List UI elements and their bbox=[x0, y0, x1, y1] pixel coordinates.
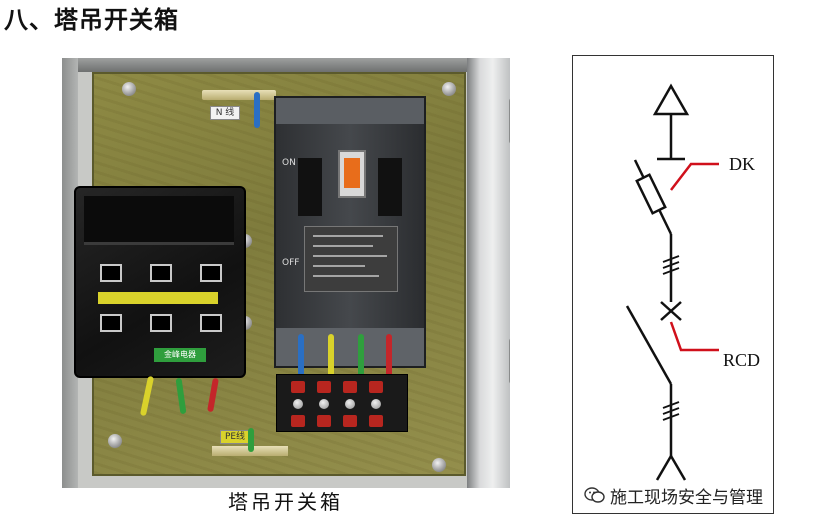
breaker-switch bbox=[338, 150, 366, 198]
n-busbar bbox=[202, 90, 276, 100]
warning-tag bbox=[98, 292, 218, 304]
screw bbox=[122, 82, 136, 96]
schematic-diagram: DK RCD bbox=[572, 55, 774, 514]
circuit-breaker: ON OFF bbox=[274, 96, 426, 368]
watermark: 施工现场安全与管理 bbox=[584, 482, 763, 508]
output-symbol bbox=[655, 455, 673, 481]
screw bbox=[442, 82, 456, 96]
brand-label: 金峰电器 bbox=[154, 348, 206, 362]
breaker-nameplate bbox=[304, 226, 398, 292]
dk-fuse-element bbox=[635, 173, 667, 215]
cabinet-door bbox=[467, 58, 510, 488]
dk-label: DK bbox=[729, 154, 755, 174]
terminal-block bbox=[276, 374, 408, 432]
rcd-label: RCD bbox=[723, 350, 760, 370]
rcd-switch-blade bbox=[625, 305, 673, 385]
screw bbox=[108, 434, 122, 448]
schematic-svg: DK RCD bbox=[625, 83, 760, 481]
dk-callout-line bbox=[670, 162, 719, 191]
n-wire-tag: N 线 bbox=[210, 106, 240, 120]
page-heading: 八、塔吊开关箱 bbox=[4, 6, 179, 34]
breaker-lever bbox=[344, 158, 360, 188]
fuse-disconnect-box: 金峰电器 bbox=[74, 186, 246, 378]
source-symbol bbox=[652, 83, 690, 116]
screw bbox=[432, 458, 446, 472]
wechat-logo-icon bbox=[584, 487, 605, 503]
switch-box-photo: N 线 ON OFF 金峰电器 bbox=[62, 58, 510, 488]
pe-wire-tag: PE线 bbox=[220, 430, 250, 444]
watermark-text: 施工现场安全与管理 bbox=[610, 487, 763, 508]
photo-caption: 塔吊开关箱 bbox=[228, 490, 343, 514]
rcd-callout-line bbox=[669, 321, 719, 352]
